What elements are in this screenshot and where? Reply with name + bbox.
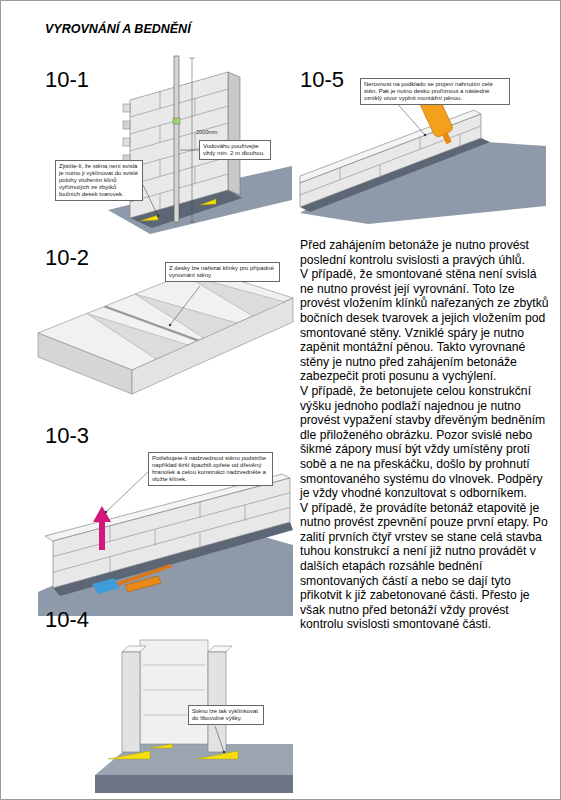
leader-line [395,101,425,135]
board-end [38,333,132,394]
callout-box: Nerovnost na podkladu se projeví nahnutí… [360,78,510,105]
leader-dot [424,134,426,136]
callout-box: Stěnu lze tak vyklínkovat do libovolné v… [188,705,264,725]
wedge [140,215,158,221]
page-title: VYROVNÁNÍ A BEDNĚNÍ [45,22,191,36]
can-nozzle [442,133,452,145]
block-joints [340,134,460,180]
leader-dot [169,324,171,326]
lift-arrow [99,520,105,550]
block-tab [123,138,130,146]
side-panel [208,652,226,752]
block-tab [123,104,130,112]
callout-text: Z desky lze nařezat klínky pro případné … [169,265,276,279]
level-bubble [173,118,180,124]
dimension-line [189,58,195,222]
panel-top [208,646,232,652]
leader-dot [223,751,225,753]
leader-line [215,726,224,752]
block-tab [123,121,130,129]
callout-text: Vodováhu používejte vždy min. 2 m dlouho… [203,143,267,157]
wedge [196,751,238,759]
figure-number: 10-4 [45,608,89,632]
leader-line [143,150,199,216]
body-paragraph: V případě, že betonujete celou konstrukč… [300,384,550,501]
side-panel [122,652,140,752]
callout-box: Vodováhu používejte vždy min. 2 m dlouho… [199,140,271,160]
dimension-label: 2000mm [196,129,217,135]
body-paragraph: Před zahájením betonáže je nutno provést… [300,238,550,267]
figure-number: 10-5 [300,68,344,92]
panel-top [122,646,146,652]
callout-text: Nerovnost na podkladu se projeví nahnutí… [364,81,506,102]
leader-dot [157,215,159,217]
wall-side [228,72,240,195]
spirit-level [174,56,179,222]
callout-text: Stěnu lze tak vyklínkovat do libovolné v… [192,708,260,722]
figure-10-5 [300,86,546,224]
body-paragraph: V případě, že smontované stěna není svis… [300,267,550,384]
figure-10-3 [38,470,293,616]
wall-face [300,114,481,207]
slab-edge [95,775,293,793]
figure-number: 10-3 [45,424,89,448]
figure-number: 10-1 [45,68,89,92]
spatula-blade [92,578,120,594]
callout-text: Zjistíte-li, že stěna není svislá je nut… [59,163,139,198]
block-back [140,640,208,744]
leader-line [106,470,150,512]
lift-arrow-head [93,506,111,522]
figure-number: 10-2 [45,246,89,270]
wedge-cut [87,314,188,360]
callout-box: Zjistíte-li, že stěna není svislá je nut… [55,160,143,201]
leader-line [170,286,200,325]
body-text: Před zahájením betonáže je nutno provést… [300,238,550,632]
callout-box: Z desky lze nařezat klínky pro případné … [165,262,280,282]
callout-text: Potřebujete-li nadzvednout stěnu podstrč… [152,455,269,483]
wedge [108,751,150,759]
wall-face [53,478,290,588]
wedge [150,744,172,748]
body-paragraph: V případě, že provádíte betonáž etapovit… [300,501,550,632]
leader-dot [105,511,107,513]
callout-box: Potřebujete-li nadzvednout stěnu podstrč… [148,452,273,486]
saw-cut [103,306,200,341]
figure-10-4 [95,640,293,793]
block-courses [53,493,290,573]
wedge [200,199,216,205]
block-courses [300,126,481,195]
figure-10-2 [38,268,293,394]
wedge-cut [135,294,237,338]
block-joints [110,502,245,573]
figure-10-1 [108,56,292,234]
